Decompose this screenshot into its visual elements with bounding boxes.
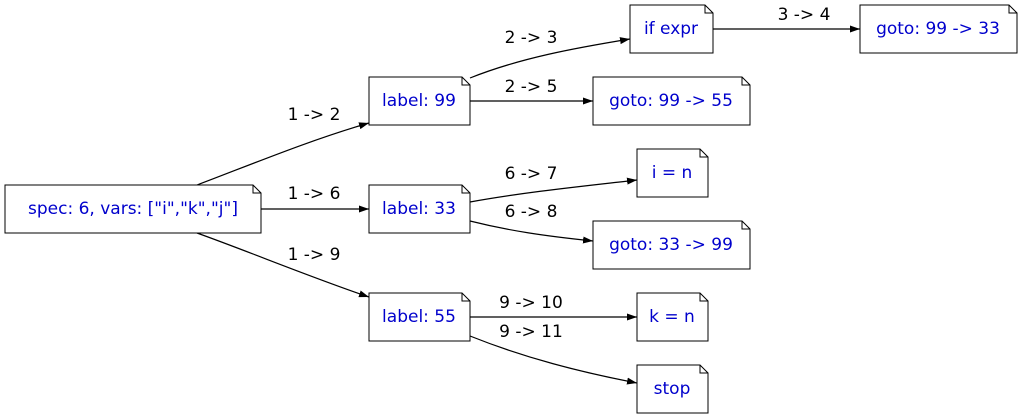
node-if-expr[interactable]: if expr	[629, 4, 714, 54]
node-goto-99-33[interactable]: goto: 99 -> 33	[859, 4, 1018, 54]
edge-2-3	[469, 37, 631, 79]
node-spec[interactable]: spec: 6, vars: ["i","k","j"]	[4, 184, 262, 234]
node-label-55-label: label: 55	[382, 307, 456, 327]
edge-9-11	[469, 335, 638, 385]
edge-label-1-6: 1 -> 6	[288, 184, 341, 204]
edge-label-1-9: 1 -> 9	[288, 245, 341, 265]
edge-label-9-10: 9 -> 10	[499, 293, 563, 313]
node-goto-33-99-label: goto: 33 -> 99	[609, 235, 733, 255]
edge-label-1-2: 1 -> 2	[288, 105, 341, 125]
node-goto-33-99[interactable]: goto: 33 -> 99	[592, 220, 751, 270]
node-i-equals-n-label: i = n	[652, 163, 693, 183]
edge-label-6-8: 6 -> 8	[505, 202, 558, 222]
node-label-55[interactable]: label: 55	[368, 292, 471, 342]
node-stop-label: stop	[654, 379, 691, 399]
edge-6-7	[469, 177, 638, 203]
node-label-33[interactable]: label: 33	[368, 184, 471, 234]
edge-label-2-5: 2 -> 5	[505, 77, 558, 97]
node-goto-99-33-label: goto: 99 -> 33	[876, 19, 1000, 39]
node-goto-99-55[interactable]: goto: 99 -> 55	[592, 76, 751, 126]
edge-label-9-11: 9 -> 11	[499, 322, 563, 342]
node-stop[interactable]: stop	[636, 364, 709, 414]
edge-label-2-3: 2 -> 3	[505, 28, 558, 48]
node-label-33-label: label: 33	[382, 199, 456, 219]
node-goto-99-55-label: goto: 99 -> 55	[609, 91, 733, 111]
node-if-expr-label: if expr	[644, 19, 698, 39]
edge-6-8	[469, 220, 594, 244]
node-label-99-label: label: 99	[382, 91, 456, 111]
edges-layer: 1 -> 2 1 -> 6 1 -> 9 2 -> 3 2 -> 5 3 -> …	[196, 5, 860, 385]
node-i-equals-n[interactable]: i = n	[636, 148, 709, 198]
node-k-equals-n[interactable]: k = n	[636, 292, 709, 342]
edge-label-3-4: 3 -> 4	[778, 5, 831, 25]
node-spec-label: spec: 6, vars: ["i","k","j"]	[28, 199, 238, 219]
edge-1-2	[196, 122, 370, 186]
node-k-equals-n-label: k = n	[649, 307, 695, 327]
nodes-layer: spec: 6, vars: ["i","k","j"] label: 99 i…	[4, 4, 1018, 414]
edge-label-6-7: 6 -> 7	[505, 164, 558, 184]
edge-1-9	[196, 232, 370, 298]
node-label-99[interactable]: label: 99	[368, 76, 471, 126]
